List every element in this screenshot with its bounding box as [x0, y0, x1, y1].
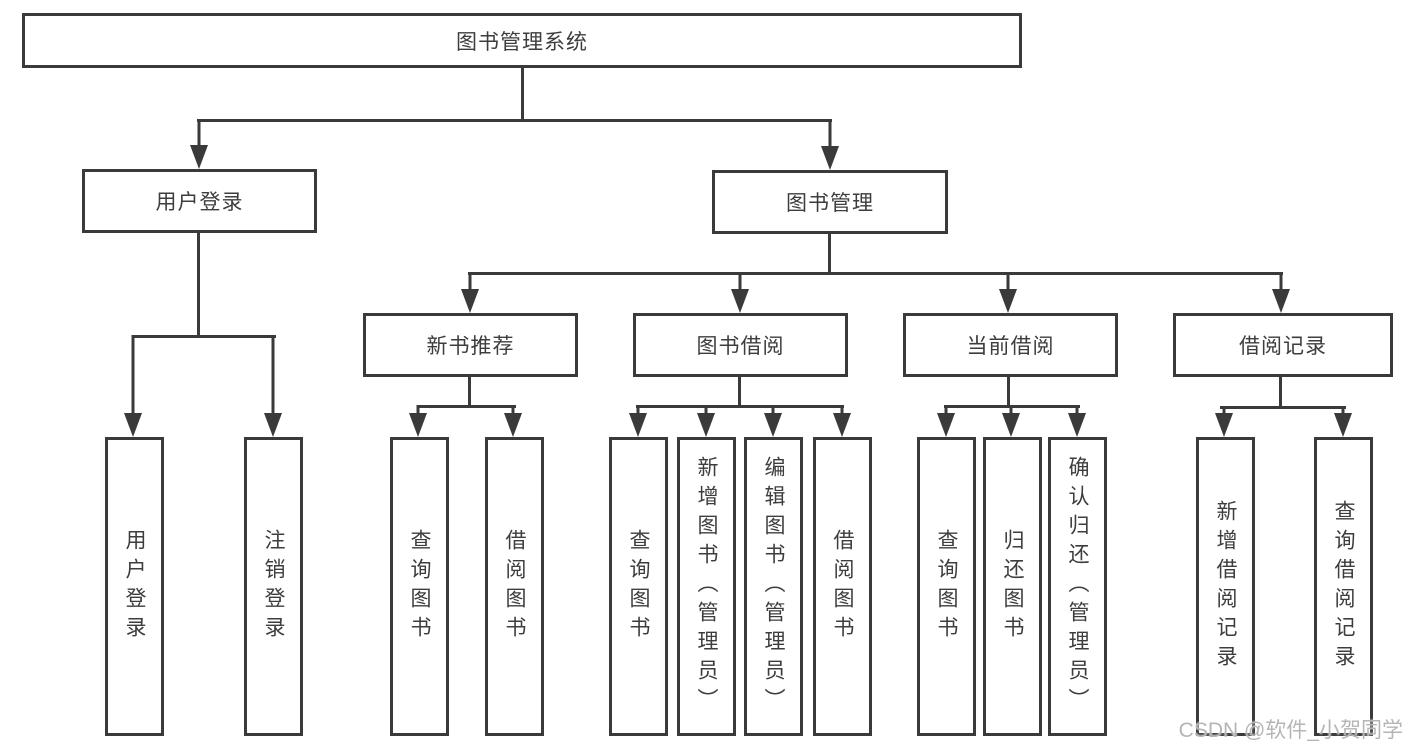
connector-root-bar: [197, 119, 832, 122]
leaf-label: 确认归还（管理员）: [1066, 456, 1089, 717]
leaf-label: 查询图书: [935, 528, 958, 645]
leaf-return-books: 归还图书: [983, 437, 1042, 736]
node-label: 用户登录: [155, 191, 244, 214]
arrowhead-down-icon: [821, 119, 839, 170]
node-new-book-recommend: 新书推荐: [363, 313, 578, 377]
leaf-confirm-return-admin: 确认归还（管理员）: [1048, 437, 1107, 736]
arrowhead-down-icon: [124, 335, 142, 437]
arrowhead-down-icon: [937, 405, 955, 437]
arrowhead-down-icon: [731, 272, 749, 313]
node-borrow-records: 借阅记录: [1173, 313, 1393, 377]
arrowhead-down-icon: [764, 405, 782, 437]
arrowhead-down-icon: [264, 335, 282, 437]
connector-sec1-stem: [468, 377, 471, 408]
node-root: 图书管理系统: [22, 13, 1022, 68]
leaf-label: 借阅图书: [503, 528, 526, 645]
leaf-borrow-books: 借阅图书: [813, 437, 872, 736]
leaf-edit-books-admin: 编辑图书（管理员）: [744, 437, 803, 736]
node-root-label: 图书管理系统: [456, 30, 588, 54]
leaf-borrow-books-recommend: 借阅图书: [485, 437, 544, 736]
leaf-label: 用户登录: [123, 528, 146, 645]
arrowhead-down-icon: [461, 272, 479, 313]
arrowhead-down-icon: [190, 119, 208, 169]
leaf-query-books-current: 查询图书: [917, 437, 976, 736]
arrowhead-down-icon: [504, 405, 522, 437]
connector-mgmt-bar: [468, 272, 1283, 275]
connector-sec2-stem: [738, 377, 741, 408]
arrowhead-down-icon: [697, 405, 715, 437]
arrowhead-down-icon: [629, 405, 647, 437]
arrowhead-down-icon: [1272, 272, 1290, 313]
arrowhead-down-icon: [409, 405, 427, 437]
leaf-label: 查询借阅记录: [1332, 499, 1355, 674]
leaf-query-books-borrow: 查询图书: [609, 437, 668, 736]
leaf-label: 借阅图书: [831, 528, 854, 645]
node-current-borrow: 当前借阅: [903, 313, 1118, 377]
node-user-login-branch: 用户登录: [82, 169, 317, 233]
node-label: 新书推荐: [426, 335, 515, 358]
node-label: 当前借阅: [966, 335, 1055, 358]
node-label: 借阅记录: [1239, 335, 1327, 358]
leaf-user-login: 用户登录: [105, 437, 164, 736]
leaf-label: 新增图书（管理员）: [695, 456, 718, 717]
leaf-label: 新增借阅记录: [1214, 499, 1237, 674]
leaf-label: 注销登录: [262, 528, 285, 645]
connector-sec2-bar: [636, 405, 844, 408]
leaf-add-borrow-record: 新增借阅记录: [1196, 437, 1255, 736]
leaf-add-books-admin: 新增图书（管理员）: [677, 437, 736, 736]
arrowhead-down-icon: [833, 405, 851, 437]
node-label: 图书管理: [786, 192, 874, 215]
arrowhead-down-icon: [1215, 406, 1233, 437]
arrowhead-down-icon: [1002, 405, 1020, 437]
node-label: 图书借阅: [696, 335, 785, 358]
connector-sec1-bar: [417, 405, 516, 408]
connector-sec3-stem: [1007, 377, 1010, 408]
connector-user-bar: [132, 335, 276, 338]
leaf-label: 归还图书: [1001, 528, 1024, 645]
node-book-management-branch: 图书管理: [712, 170, 948, 234]
arrowhead-down-icon: [1334, 406, 1352, 437]
node-book-borrow: 图书借阅: [633, 313, 848, 377]
leaf-logout: 注销登录: [244, 437, 303, 736]
leaf-label: 查询图书: [627, 528, 650, 645]
arrowhead-down-icon: [999, 272, 1017, 313]
arrowhead-down-icon: [1068, 405, 1086, 437]
connector-root-stem: [521, 68, 524, 122]
connector-mgmt-stem: [828, 234, 831, 275]
connector-user-stem: [197, 233, 200, 338]
leaf-label: 编辑图书（管理员）: [762, 456, 785, 717]
leaf-query-borrow-record: 查询借阅记录: [1314, 437, 1373, 736]
watermark: CSDN @软件_小贺同学: [1178, 719, 1403, 742]
connector-sec4-stem: [1279, 377, 1282, 409]
connector-sec4-bar: [1220, 406, 1346, 409]
leaf-query-books-recommend: 查询图书: [390, 437, 449, 736]
leaf-label: 查询图书: [408, 528, 431, 645]
